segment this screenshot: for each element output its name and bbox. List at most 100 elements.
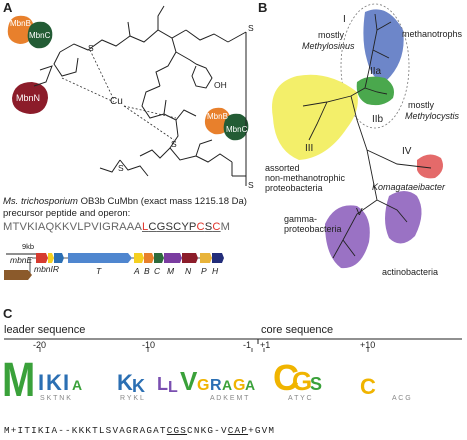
logo-i1: I [38, 370, 44, 395]
mbnn-label: MbnN [16, 93, 41, 103]
consensus-end: +GVM [248, 425, 276, 436]
gene-label-m: M [167, 266, 175, 276]
svg-text:A D K E M T: A D K E M T [210, 395, 249, 402]
gene-label-t: T [96, 266, 102, 276]
core-residue-c: C [148, 221, 157, 233]
mbnc-label-top: MbnC [29, 31, 51, 40]
logo-a2: A [222, 377, 232, 393]
panel-c-label: C [3, 306, 13, 321]
leader-residues: MTVKIAQKKVLPVIGRAAA [3, 221, 143, 233]
clade-iii-desc-1: assorted [265, 163, 300, 173]
gene-n [182, 253, 198, 263]
gene-label-a: A [134, 266, 140, 276]
tick-minus-1: -1 [243, 340, 252, 350]
structure-caption-line2: precursor peptide and operon: [3, 208, 131, 219]
gene-t [68, 253, 132, 263]
s-atom-label-2: S [171, 139, 177, 149]
clade-iv-shape [417, 154, 443, 179]
logo-m: M [2, 354, 35, 407]
clade-i-shape [363, 9, 404, 81]
precursor-peptide-sequence: MTVKIAQKKVLPVIGRAAALCGSCYPCSCM [3, 221, 230, 233]
clade-iia-shape [356, 76, 394, 106]
mbnc-blob-top [27, 21, 53, 49]
logo-i2: I [63, 370, 69, 395]
logo-a1: A [72, 377, 82, 393]
gene-label-c: C [154, 266, 161, 276]
logo-c1: C [273, 357, 299, 398]
gene-c [154, 253, 164, 263]
scale-label: 9kb [22, 242, 35, 251]
core-sequence-title: core sequence [261, 324, 334, 336]
s-atom-label-top-right: S [248, 23, 254, 33]
panel-a-label: A [3, 0, 13, 15]
clade-iv-desc: Komagataeibacter [372, 182, 446, 192]
gene-label-mbnir: mbnIR [34, 264, 60, 274]
organism-name: Ms. trichosporium [3, 196, 78, 207]
logo-r: R [210, 377, 222, 394]
clade-iv-label: IV [402, 146, 412, 157]
gene-mbnir-red [36, 253, 48, 263]
tail-residue: M [220, 221, 231, 233]
tick-plus-10: +10 [360, 340, 376, 350]
actinobacteria-label: actinobacteria [382, 267, 439, 277]
clade-ii-desc-prefix: mostly [408, 100, 435, 110]
clade-ii-desc-genus: Methylocystis [405, 111, 460, 121]
phylogenetic-tree [272, 3, 443, 269]
logo-g2: G [233, 377, 245, 394]
core-residue-red-3: C [212, 221, 221, 233]
methanotroph-boundary [340, 3, 410, 129]
mbnc-label-bottom: MbnC [226, 125, 248, 134]
core-residue-gscyp: GSCYP [156, 221, 197, 233]
logo-v: V [180, 366, 198, 396]
core-residue-red-1: L [142, 221, 149, 233]
clade-i-label: I [343, 14, 346, 25]
core-residues: LCGSCYPCSC [142, 221, 221, 233]
clade-v-label: V [356, 207, 363, 218]
mbnc-blob-bottom [223, 113, 249, 141]
consensus-sequence: M+ITIKIA--KKKTLSVAGRAGATCGSCNKG-VCAP+GVM [4, 425, 275, 436]
gene-label-p: P [201, 266, 207, 276]
logo-s: S [310, 374, 322, 394]
cu-atom-label: Cu [110, 96, 123, 107]
logo-k1: K [46, 370, 62, 395]
svg-text:S K T N K: S K T N K [40, 395, 71, 402]
logo-k2: K [117, 370, 133, 395]
clade-iia-label: IIa [370, 66, 382, 77]
gene-a [134, 253, 144, 263]
gamma-label-1: gamma- [284, 214, 318, 224]
logo-a3: A [245, 377, 255, 393]
logo-g1: G [197, 377, 209, 394]
mbnb-label-top: MbnB [10, 19, 31, 28]
operon-map [4, 253, 224, 280]
clade-iii-shape [272, 74, 358, 160]
mbn-structure-diagram [7, 5, 249, 186]
gene-m [164, 253, 182, 263]
s-atom-label-1: S [88, 43, 94, 53]
structure-caption-line1: Ms. trichosporium OB3b CuMbn (exact mass… [3, 196, 247, 207]
core-residue-red-2: C [196, 221, 205, 233]
gene-label-n: N [185, 266, 192, 276]
consensus-core: CGS [166, 425, 188, 436]
clade-v-left-shape [325, 205, 370, 269]
caption-mass: OB3b CuMbn (exact mass 1215.18 Da) [77, 196, 247, 207]
panel-b-label: B [258, 0, 268, 15]
gene-mbnir-blue [54, 253, 64, 263]
gene-label-h: H [212, 266, 219, 276]
mbnn-blob [12, 82, 48, 114]
gene-mbnir-yellow [48, 253, 54, 263]
clade-iii-label: III [305, 143, 314, 154]
oh-group-label: OH [214, 80, 227, 90]
gene-mbne [4, 270, 32, 280]
logo-l2: L [168, 379, 178, 396]
mbnb-blob-top [7, 15, 34, 44]
clade-i-desc-genus: Methylosinus [302, 41, 355, 51]
gene-label-b: B [144, 266, 150, 276]
mbnb-label-bottom: MbnB [207, 112, 228, 121]
gene-label-mbne: mbnE [10, 255, 33, 265]
consensus-mid: CNKG-V [187, 425, 228, 436]
logo-c2: C [360, 374, 376, 399]
gamma-label-2: proteobacteria [284, 224, 342, 234]
clade-iii-desc-2: non-methanotrophic [265, 173, 346, 183]
logo-g3: G [292, 366, 312, 396]
logo-l1: L [157, 374, 168, 394]
